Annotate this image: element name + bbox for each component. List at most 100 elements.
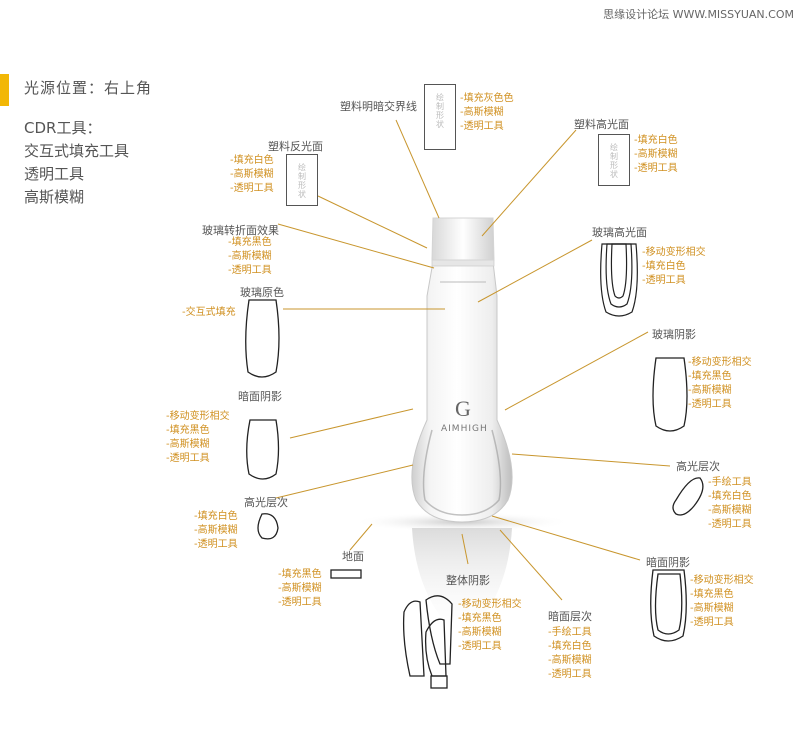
tip-item: 手绘工具 — [708, 476, 752, 490]
shape-box-plastic-reflect: 绘制形状 — [286, 154, 318, 206]
tip-item: 填充黑色 — [278, 568, 322, 582]
tips-glass-highlight: 移动变形相交 填充白色 透明工具 — [642, 246, 706, 288]
tip-item: 高斯模糊 — [278, 582, 322, 596]
shape-highlight-right — [672, 477, 704, 516]
tip-item: 透明工具 — [230, 182, 274, 196]
bottle-brand: AIMHIGH — [441, 424, 488, 434]
bottle-logo-letter: G — [455, 396, 471, 421]
tips-plastic-highlight: 填充白色 高斯模糊 透明工具 — [634, 134, 678, 176]
title-glass-fold: 玻璃转折面效果 — [202, 224, 279, 237]
tip-item: 填充黑色 — [690, 588, 754, 602]
tip-item: 透明工具 — [166, 452, 230, 466]
tips-dark-layer: 手绘工具 填充白色 高斯模糊 透明工具 — [548, 626, 592, 682]
title-dark-shadow-left: 暗面阴影 — [238, 390, 282, 403]
title-dark-layer: 暗面层次 — [548, 610, 592, 623]
bottle — [411, 217, 513, 523]
bottle-body — [411, 261, 513, 523]
tip-item: 填充白色 — [634, 134, 678, 148]
shape-dark-layer — [424, 618, 448, 689]
tips-plastic-reflect: 填充白色 高斯模糊 透明工具 — [230, 154, 274, 196]
title-shadow-line: 塑料明暗交界线 — [340, 100, 417, 113]
tip-item: 高斯模糊 — [230, 168, 274, 182]
shape-box-plastic-highlight: 绘制形状 — [598, 134, 630, 186]
tip-item: 高斯模糊 — [228, 250, 272, 264]
tip-item: 手绘工具 — [548, 626, 592, 640]
bottle-reflection — [412, 528, 512, 640]
accent-bar — [0, 74, 9, 106]
tips-highlight-layer-left: 填充白色 高斯模糊 透明工具 — [194, 510, 238, 552]
cdr-tool-list: CDR工具： 交互式填充工具 透明工具 高斯模糊 — [24, 117, 129, 209]
shape-dark-right — [650, 569, 687, 642]
tip-item: 透明工具 — [194, 538, 238, 552]
title-glass-base: 玻璃原色 — [240, 286, 284, 299]
tip-item: 透明工具 — [642, 274, 706, 288]
tip-item: 移动变形相交 — [458, 598, 522, 612]
tip-item: 填充黑色 — [166, 424, 230, 438]
tip-item: 高斯模糊 — [634, 148, 678, 162]
cdr-tool-item: 交互式填充工具 — [24, 142, 130, 160]
shape-glass-highlight — [600, 243, 638, 317]
title-plastic-highlight: 塑料高光面 — [574, 118, 629, 131]
title-dark-shadow-right: 暗面阴影 — [646, 556, 690, 569]
title-glass-highlight: 玻璃高光面 — [592, 226, 647, 239]
title-overall-shadow: 整体阴影 — [446, 574, 490, 587]
box-text: 绘制形状 — [297, 163, 307, 199]
tip-item: 透明工具 — [634, 162, 678, 176]
tip-item: 透明工具 — [228, 264, 272, 278]
tips-shadow-line: 填充灰色色 高斯模糊 透明工具 — [460, 92, 514, 134]
shape-highlight-left — [257, 513, 279, 540]
tip-item: 移动变形相交 — [688, 356, 752, 370]
title-highlight-layer-left: 高光层次 — [244, 496, 288, 509]
tip-item: 高斯模糊 — [166, 438, 230, 452]
tip-item: 填充黑色 — [458, 612, 522, 626]
tip-item: 透明工具 — [278, 596, 322, 610]
tip-item: 填充灰色色 — [460, 92, 514, 106]
tip-item: 填充黑色 — [228, 236, 272, 250]
cdr-tool-item: 透明工具 — [24, 165, 85, 183]
tip-item: 填充白色 — [194, 510, 238, 524]
tip-item: 透明工具 — [548, 668, 592, 682]
tips-glass-fold: 填充黑色 高斯模糊 透明工具 — [228, 236, 272, 278]
tips-highlight-layer-right: 手绘工具 填充白色 高斯模糊 透明工具 — [708, 476, 752, 532]
title-glass-shadow: 玻璃阴影 — [652, 328, 696, 341]
tip-item: 移动变形相交 — [690, 574, 754, 588]
tips-overall-shadow: 移动变形相交 填充黑色 高斯模糊 透明工具 — [458, 598, 522, 654]
tip-item: 高斯模糊 — [708, 504, 752, 518]
bottle-inner-shadow — [422, 429, 502, 516]
tips-glass-shadow: 移动变形相交 填充黑色 高斯模糊 透明工具 — [688, 356, 752, 412]
tips-dark-shadow-left: 移动变形相交 填充黑色 高斯模糊 透明工具 — [166, 410, 230, 466]
tip-item: 透明工具 — [708, 518, 752, 532]
tip-item: 透明工具 — [460, 120, 514, 134]
title-plastic-reflect: 塑料反光面 — [268, 140, 323, 153]
tips-dark-shadow-right: 移动变形相交 填充黑色 高斯模糊 透明工具 — [690, 574, 754, 630]
cdr-title: CDR工具： — [24, 119, 102, 137]
tip-item: 高斯模糊 — [688, 384, 752, 398]
shape-ground — [330, 569, 362, 579]
light-position-heading: 光源位置：右上角 — [24, 79, 153, 97]
tip-item: 透明工具 — [458, 640, 522, 654]
tips-ground: 填充黑色 高斯模糊 透明工具 — [278, 568, 322, 610]
tip-item: 高斯模糊 — [458, 626, 522, 640]
shape-glass-shadow — [652, 357, 688, 432]
bottle-cap — [431, 217, 495, 261]
shape-box-shadow-line: 绘制形状 — [424, 84, 456, 150]
leader-lines — [275, 119, 671, 601]
tip-item: 填充白色 — [642, 260, 706, 274]
tip-item: 高斯模糊 — [548, 654, 592, 668]
tip-item: 透明工具 — [688, 398, 752, 412]
box-text: 绘制形状 — [609, 143, 619, 179]
tip-item: 透明工具 — [690, 616, 754, 630]
cdr-tool-item: 高斯模糊 — [24, 188, 85, 206]
tip-item: 移动变形相交 — [642, 246, 706, 260]
tip-item: 填充白色 — [230, 154, 274, 168]
box-text: 绘制形状 — [435, 93, 445, 129]
tip-item: 高斯模糊 — [194, 524, 238, 538]
tip-item: 交互式填充 — [182, 306, 236, 320]
title-ground: 地面 — [342, 550, 364, 563]
shape-dark-left — [246, 419, 280, 480]
tip-item: 移动变形相交 — [166, 410, 230, 424]
tip-item: 填充黑色 — [688, 370, 752, 384]
title-highlight-layer-right: 高光层次 — [676, 460, 720, 473]
tips-glass-base: 交互式填充 — [182, 306, 236, 320]
